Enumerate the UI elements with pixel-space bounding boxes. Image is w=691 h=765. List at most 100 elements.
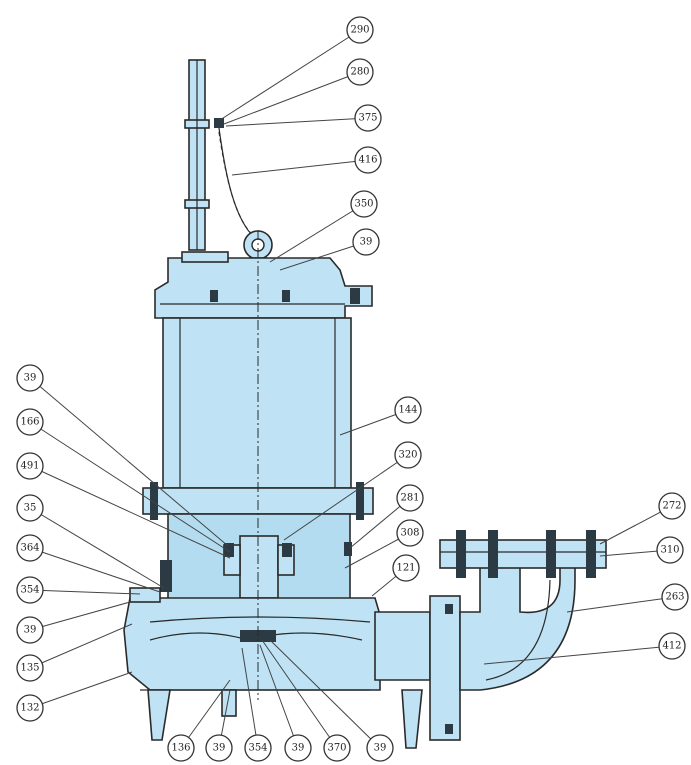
callout-label: 350 [354, 199, 373, 210]
callout-label: 144 [398, 405, 417, 416]
callout-bubble [284, 734, 312, 762]
callout-label: 39 [24, 373, 37, 384]
seal-section [160, 513, 352, 601]
leader-line [483, 645, 673, 665]
callout-bubble [16, 494, 44, 522]
motor-housing [162, 317, 352, 489]
callout-39-d: 39 [259, 644, 312, 762]
leader-line [29, 507, 165, 589]
leader-line [231, 159, 369, 176]
leader-line [259, 644, 299, 749]
callout-label: 412 [662, 641, 681, 652]
leader-line [219, 29, 361, 121]
pump-casing [123, 587, 381, 691]
callout-290: 290 [219, 16, 374, 121]
callout-bubble [167, 734, 195, 762]
callout-35: 35 [16, 494, 165, 589]
callout-39-a: 39 [16, 364, 229, 547]
callout-308: 308 [344, 519, 424, 569]
callout-bubble [16, 452, 44, 480]
callout-bubble [352, 228, 380, 256]
pump-drawing [123, 59, 607, 749]
callout-label: 310 [660, 545, 679, 556]
callout-412: 412 [483, 632, 686, 665]
callout-label: 375 [358, 113, 377, 124]
discharge-flange [439, 530, 607, 578]
callout-272: 272 [599, 492, 686, 545]
callout-label: 39 [292, 743, 305, 754]
callout-144: 144 [339, 396, 422, 436]
callout-bubble [396, 519, 424, 547]
callout-bubble [396, 484, 424, 512]
callout-bubble [354, 146, 382, 174]
callout-39-b: 39 [16, 601, 131, 644]
leader-line [29, 421, 231, 553]
callout-label: 416 [358, 155, 377, 166]
callout-label: 121 [396, 563, 415, 574]
leader-line [279, 241, 367, 271]
callout-375: 375 [225, 104, 382, 132]
callout-320: 320 [283, 441, 422, 541]
callout-bubble [366, 734, 394, 762]
callout-bubble [205, 734, 233, 762]
callout-166: 166 [16, 408, 231, 553]
callout-bubble [16, 364, 44, 392]
support-legs [147, 689, 423, 749]
callout-label: 364 [20, 543, 39, 554]
callout-121: 121 [371, 554, 420, 597]
callout-label: 39 [374, 743, 387, 754]
leader-line [29, 671, 133, 709]
callout-281: 281 [349, 484, 424, 549]
leader-line [29, 589, 141, 595]
motor-top-cover [154, 251, 373, 319]
callout-label: 320 [398, 450, 417, 461]
callout-label: 280 [350, 67, 369, 78]
callout-bubble [658, 492, 686, 520]
callout-263: 263 [566, 583, 689, 613]
callout-label: 39 [213, 743, 226, 754]
leader-line [29, 377, 229, 547]
callout-bubble [394, 441, 422, 469]
callout-280: 280 [223, 58, 374, 125]
callout-label: 39 [24, 625, 37, 636]
leader-line [225, 117, 369, 127]
callout-label: 35 [24, 503, 37, 514]
callout-354-b: 354 [241, 647, 272, 762]
callout-364: 364 [16, 534, 161, 593]
callout-135: 135 [16, 623, 133, 682]
callout-label: 354 [20, 585, 39, 596]
callout-491: 491 [16, 452, 231, 559]
callout-370: 370 [261, 639, 351, 762]
callout-label: 370 [327, 743, 346, 754]
leader-line [283, 454, 409, 541]
callout-bubble [16, 534, 44, 562]
leader-line [269, 639, 381, 749]
leader-line [180, 679, 231, 749]
callout-bubble [16, 694, 44, 722]
callout-label: 354 [248, 743, 267, 754]
callout-label: 308 [400, 528, 419, 539]
callout-136: 136 [167, 679, 231, 762]
leader-line [241, 647, 259, 749]
callout-bubble [661, 583, 689, 611]
callout-39-e: 39 [269, 639, 394, 762]
callout-416: 416 [231, 146, 382, 176]
callout-label: 263 [665, 592, 684, 603]
callout-39-c: 39 [205, 689, 233, 762]
leader-line [269, 203, 365, 263]
leader-line [29, 547, 161, 593]
callout-label: 281 [400, 493, 419, 504]
callout-bubble [392, 554, 420, 582]
callout-bubble [244, 734, 272, 762]
callout-label: 290 [350, 25, 369, 36]
callout-bubble [16, 654, 44, 682]
callout-label: 132 [20, 703, 39, 714]
callout-bubble [346, 58, 374, 86]
leader-line [261, 639, 338, 749]
leader-line [29, 601, 131, 631]
callout-label: 166 [20, 417, 39, 428]
callout-bubble [350, 190, 378, 218]
leader-line [566, 596, 676, 613]
leader-line [223, 71, 361, 125]
